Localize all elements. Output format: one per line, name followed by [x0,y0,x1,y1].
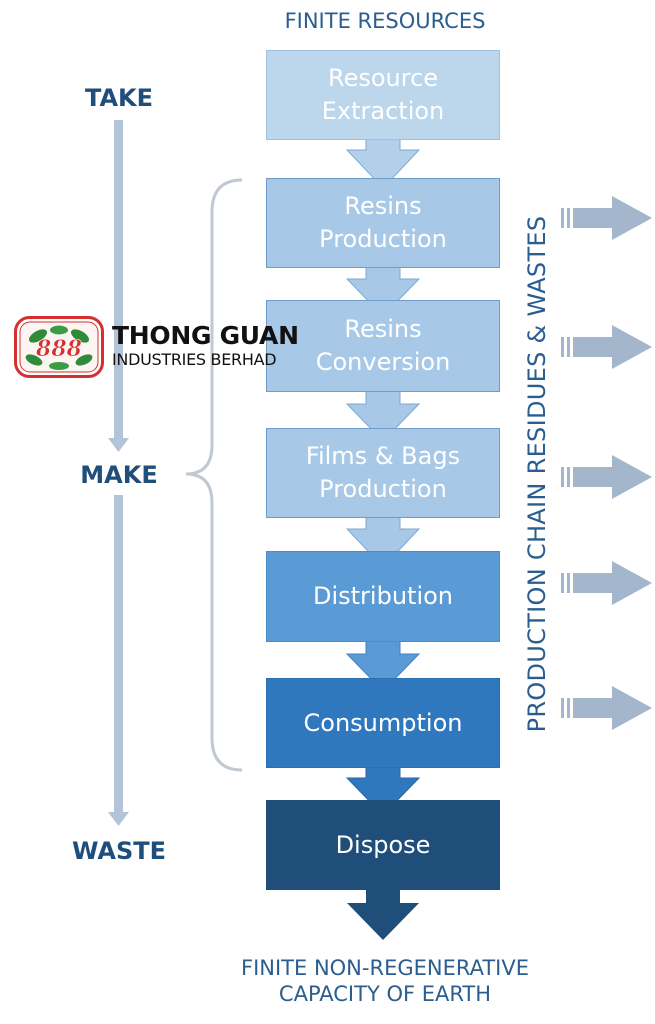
phase-waste-label: WASTE [71,837,167,865]
residue-arrows [561,196,652,730]
stage-line2: Production [319,225,447,253]
company-logo-badge: 888 [14,316,104,378]
connector-arrow [345,137,421,189]
company-name: THONG GUAN [112,321,299,350]
stage-line2: Production [319,475,447,503]
connector-arrow [345,389,421,442]
connector-arrow [345,515,421,568]
company-logo-text: THONG GUAN INDUSTRIES BERHAD [112,322,299,370]
residue-arrow [561,686,652,730]
company-subtitle: INDUSTRIES BERHAD [112,350,277,369]
bottom-caption-line2: CAPACITY OF EARTH [278,982,492,1006]
residue-arrow [561,196,652,240]
make-brace [185,178,243,772]
stage-consumption: Consumption [266,678,500,768]
stage-line1: Resins [344,315,422,343]
stage-line1: Resins [344,192,422,220]
stage-line1: Distribution [312,582,453,610]
residue-arrow [561,455,652,499]
stage-line2: Conversion [315,348,451,376]
output-arrow [347,888,419,940]
connector-arrows [345,137,421,940]
stage-line1: Dispose [335,830,431,859]
leaf-icon [25,325,93,370]
residue-arrow [561,325,652,369]
bottom-caption: FINITE NON-REGENERATIVE CAPACITY OF EART… [190,955,580,1007]
bottom-caption-line1: FINITE NON-REGENERATIVE [241,956,529,980]
connector-arrow [345,765,421,816]
phase-take-label: TAKE [84,84,154,112]
stage-distribution: Distribution [266,551,500,642]
stage-line1: Consumption [303,708,463,737]
stage-line2: Extraction [321,97,445,125]
connector-arrow [345,639,421,692]
connector-arrow [345,265,421,317]
take-to-make-arrow [108,120,129,452]
phase-make-label: MAKE [80,461,158,489]
top-caption: FINITE RESOURCES [284,9,486,33]
residue-arrow [561,561,652,605]
logo-badge-number: 888 [35,336,82,362]
stage-dispose: Dispose [266,800,500,890]
side-label-residues: PRODUCTION CHAIN RESIDUES & WASTES [523,215,551,733]
stage-line1: Resource [327,64,439,92]
stage-line1: Films & Bags [305,442,461,470]
make-to-waste-arrow [108,495,129,826]
